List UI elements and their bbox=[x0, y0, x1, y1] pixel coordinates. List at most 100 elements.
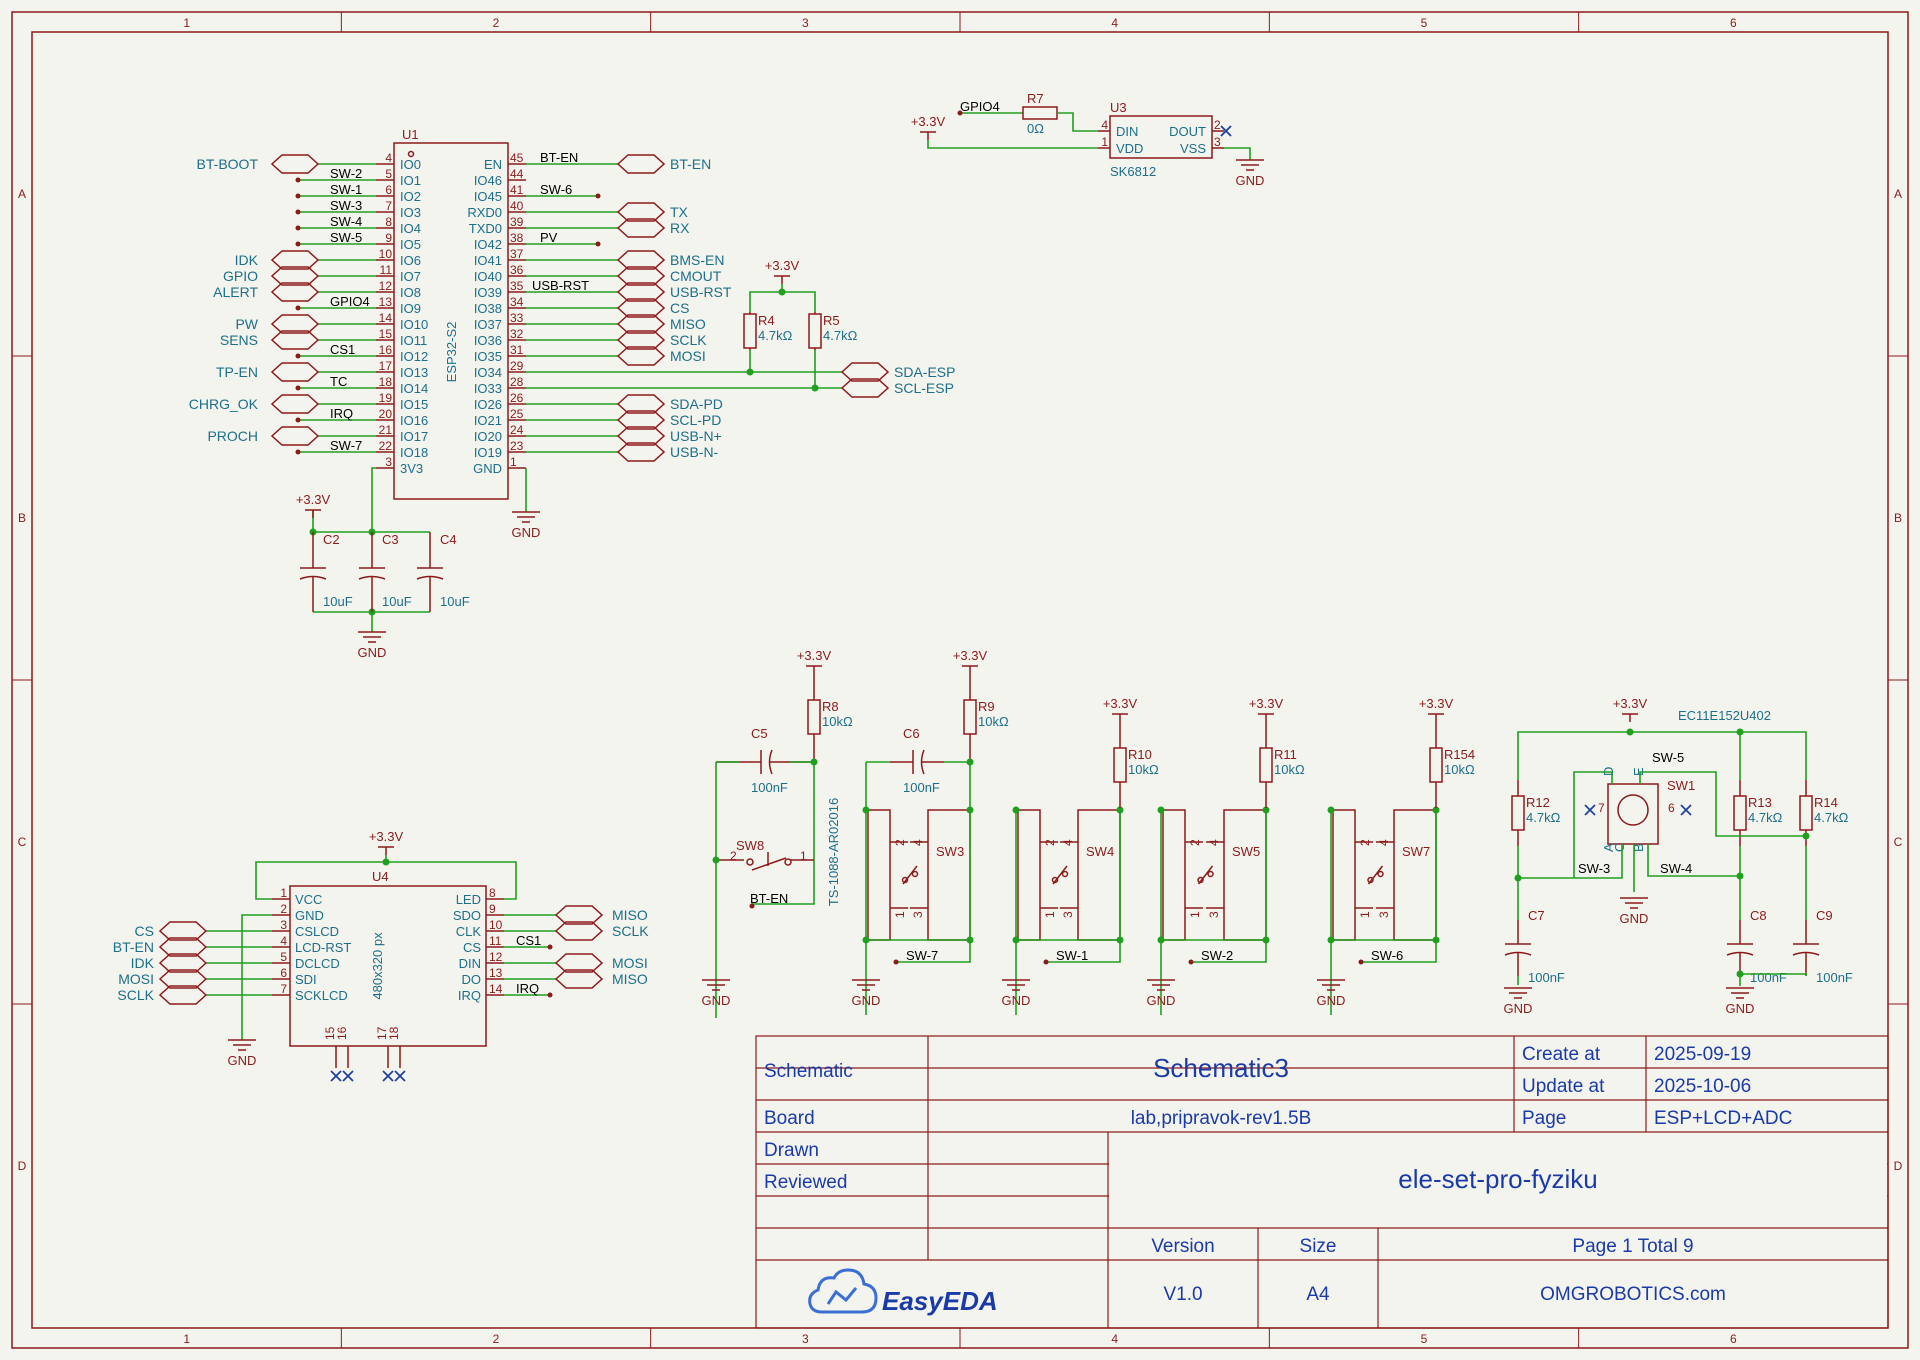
junction-dot bbox=[382, 858, 390, 866]
u1-pin-name: IO14 bbox=[400, 381, 428, 396]
resistor-designator: R4 bbox=[758, 313, 775, 328]
u4-right-port bbox=[554, 953, 604, 973]
tact-actuator bbox=[1367, 865, 1384, 885]
u1-pin-name: TXD0 bbox=[469, 221, 502, 236]
u3-pin-number: 2 bbox=[1214, 118, 1221, 132]
u1-port-label: USB-RST bbox=[670, 284, 732, 300]
capacitor-plate bbox=[768, 749, 773, 775]
tb-mask bbox=[1109, 1133, 1887, 1227]
power-label: +3.3V bbox=[296, 492, 331, 507]
u4-net-label: IRQ bbox=[516, 981, 539, 996]
u4-pin-number: 3 bbox=[280, 918, 287, 932]
u1-pin-number: 6 bbox=[385, 183, 392, 197]
zone-row-label: D bbox=[18, 1159, 27, 1173]
u4-bottom-no-connect bbox=[330, 1070, 342, 1082]
resistor-value: 4.7kΩ bbox=[1748, 810, 1783, 825]
u4-pin-number: 13 bbox=[489, 966, 503, 980]
u4-right-port bbox=[554, 969, 604, 989]
u1-net-label: GPIO4 bbox=[330, 294, 370, 309]
resistor-value: 10kΩ bbox=[1444, 762, 1475, 777]
encoder-pin-letter: C bbox=[1612, 843, 1627, 852]
cloud-icon bbox=[826, 1287, 858, 1305]
rotary-encoder[interactable]: +3.3VEC11E152U402R124.7kΩR134.7kΩR144.7k… bbox=[1504, 696, 1853, 1016]
encoder-wire bbox=[1639, 771, 1806, 837]
ground-label: GND bbox=[358, 645, 387, 660]
u1-right-port bbox=[616, 314, 666, 334]
net-end-marker bbox=[295, 385, 301, 391]
tact-pin-number: 4 bbox=[911, 839, 925, 846]
u4-pin-number: 5 bbox=[280, 950, 287, 964]
junction-dot bbox=[712, 856, 720, 864]
u1-net-label: USB-RST bbox=[532, 278, 589, 293]
capacitor-designator: C7 bbox=[1528, 908, 1545, 923]
u1-pin-name: IO10 bbox=[400, 317, 428, 332]
u4-port-label: MISO bbox=[612, 907, 648, 923]
pin1-marker bbox=[407, 150, 415, 158]
u4-pin-number: 14 bbox=[489, 982, 503, 996]
u1-left-port bbox=[270, 282, 320, 302]
u4-port-label: MISO bbox=[612, 971, 648, 987]
u1-pin-number: 23 bbox=[510, 439, 524, 453]
junction-dot bbox=[1736, 970, 1744, 978]
capacitor-designator: C9 bbox=[1816, 908, 1833, 923]
tact-pin-number: 1 bbox=[893, 911, 907, 918]
u1-pin-number: 15 bbox=[379, 327, 393, 341]
tact-designator: SW3 bbox=[936, 844, 964, 859]
net-end-marker bbox=[295, 209, 301, 215]
u4-pin-number: 2 bbox=[280, 902, 287, 916]
u4-port-label: SCLK bbox=[612, 923, 649, 939]
tact-pin-number: 1 bbox=[1188, 911, 1202, 918]
u4-pin-number: 10 bbox=[489, 918, 503, 932]
u1-left-port bbox=[270, 362, 320, 382]
u4-bottom-pin-number: 16 bbox=[335, 1026, 349, 1040]
u4-left-port bbox=[158, 953, 208, 973]
u1-left-port bbox=[270, 314, 320, 334]
r7-value: 0Ω bbox=[1027, 121, 1044, 136]
u4-port-label: IDK bbox=[131, 955, 155, 971]
encoder-wire bbox=[1518, 844, 1623, 879]
net-end-marker bbox=[295, 417, 301, 423]
net-end-marker bbox=[1043, 959, 1049, 965]
resistor-value: 4.7kΩ bbox=[1526, 810, 1561, 825]
ground-label: GND bbox=[702, 993, 731, 1008]
tact-designator: SW7 bbox=[1402, 844, 1430, 859]
capacitor-plate bbox=[920, 749, 925, 775]
tact-actuator bbox=[1052, 865, 1068, 885]
u1-pin-name: IO18 bbox=[400, 445, 428, 460]
u1-pin-name: IO2 bbox=[400, 189, 421, 204]
tact-designator: SW4 bbox=[1086, 844, 1114, 859]
tb-mask bbox=[757, 1069, 927, 1099]
resistor-designator: R12 bbox=[1526, 795, 1550, 810]
u1-port-label: RX bbox=[670, 220, 690, 236]
resistor-designator: R11 bbox=[1274, 747, 1297, 762]
u1-pin-name: IO33 bbox=[474, 381, 502, 396]
encoder-no-connect bbox=[1584, 804, 1596, 816]
junction-dot bbox=[862, 936, 870, 944]
u4-pin-number: 11 bbox=[489, 934, 502, 948]
u3-part: SK6812 bbox=[1110, 164, 1156, 179]
encoder-vcc-rail bbox=[1517, 731, 1807, 780]
u4-pin-name: DCLCD bbox=[295, 956, 340, 971]
tact-contact bbox=[911, 870, 919, 878]
u1-pin-name: IO19 bbox=[474, 445, 502, 460]
capacitor-designator: C8 bbox=[1750, 908, 1767, 923]
capacitor-designator: C6 bbox=[903, 726, 920, 741]
u3-pin-number: 4 bbox=[1101, 118, 1108, 132]
zone-column-label: 5 bbox=[1421, 1332, 1428, 1346]
zone-column-label: 4 bbox=[1111, 1332, 1118, 1346]
u3-pin-name: VSS bbox=[1180, 141, 1206, 156]
power-label: +3.3V bbox=[797, 648, 832, 663]
sw8-contact bbox=[746, 858, 754, 866]
u4-pin-number: 12 bbox=[489, 950, 503, 964]
u1-pin-number: 18 bbox=[379, 375, 393, 389]
ground-label: GND bbox=[1236, 173, 1265, 188]
u1-pin-name: IO36 bbox=[474, 333, 502, 348]
u4-bottom-pin-number: 18 bbox=[387, 1026, 401, 1040]
u3-pin-name: DIN bbox=[1116, 124, 1138, 139]
